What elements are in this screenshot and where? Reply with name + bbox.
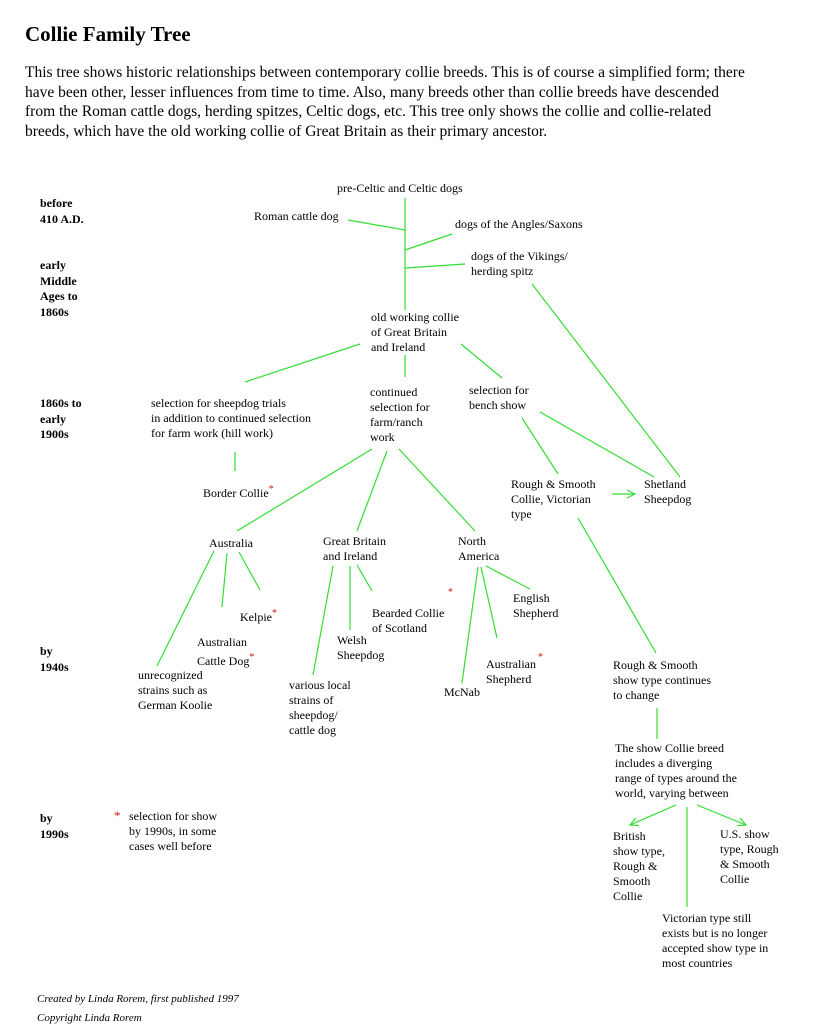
show-star-icon: * <box>538 652 543 663</box>
node-celtic-dogs: pre-Celtic and Celtic dogs <box>337 181 463 195</box>
node-angles-saxons: dogs of the Angles/Saxons <box>455 217 583 231</box>
vikings-line <box>404 263 466 269</box>
node-welsh-sheepdog: Welsh Sheepdog <box>337 633 385 662</box>
bench-sheltie-line <box>539 411 655 478</box>
gb-bearded-line <box>356 564 373 592</box>
node-bench-show: selection for bench show <box>469 383 529 412</box>
era-before-410: before 410 A.D. <box>40 196 84 226</box>
bench-rough-line <box>521 417 559 475</box>
continued-australia-line <box>236 448 373 532</box>
australia-kelpie-line <box>238 551 261 591</box>
rough-change-line <box>577 517 657 654</box>
showbreed-us-arrow <box>696 804 746 825</box>
legend-star-icon: * <box>114 808 121 823</box>
node-show-type-change: Rough & Smooth show type continues to ch… <box>613 658 711 702</box>
era-middle-ages: early Middle Ages to 1860s <box>40 258 78 319</box>
show-star-icon: * <box>249 652 255 663</box>
bearded-collie-label: Bearded Collie of Scotland <box>372 606 445 635</box>
show-star-icon: * <box>268 484 274 495</box>
node-show-collie-breed: The show Collie breed includes a divergi… <box>615 741 737 800</box>
era-1860s: 1860s to early 1900s <box>40 396 82 441</box>
era-1990s: by 1990s <box>40 811 69 841</box>
node-north-america: North America <box>458 534 500 563</box>
node-vikings: dogs of the Vikings/ herding spitz <box>471 249 568 278</box>
australian-cattle-dog-label: Australian Cattle Dog <box>197 635 250 668</box>
node-us-show-type: U.S. show type, Rough & Smooth Collie <box>720 827 779 886</box>
node-australia: Australia <box>209 536 253 550</box>
footer-copyright: Copyright Linda Rorem <box>37 1012 142 1024</box>
gb-local-line <box>312 565 334 676</box>
node-australian-cattle-dog: Australian Cattle Dog* <box>197 620 254 669</box>
na-mcnab-line <box>461 566 479 684</box>
owc-bench-line <box>460 343 503 379</box>
na-english-line <box>485 565 531 590</box>
australia-acd-line <box>221 552 228 608</box>
na-aussie-line <box>480 566 498 639</box>
node-sheepdog-trials: selection for sheepdog trials in additio… <box>151 396 311 440</box>
node-german-koolie: unrecognized strains such as German Kool… <box>138 668 213 712</box>
node-bearded-collie: Bearded Collie of Scotland* <box>372 587 453 636</box>
node-british-show-type: British show type, Rough & Smooth Collie <box>613 829 665 903</box>
owc-trials-line <box>244 343 361 383</box>
intro-paragraph: This tree shows historic relationships b… <box>25 64 745 140</box>
node-mcnab: McNab <box>444 685 480 699</box>
node-great-britain: Great Britain and Ireland <box>323 534 386 563</box>
node-old-working-collie: old working collie of Great Britain and … <box>371 310 459 354</box>
node-local-strains: various local strains of sheepdog/ cattl… <box>289 678 351 737</box>
continued-gb-line <box>356 450 388 532</box>
show-star-icon: * <box>272 608 277 619</box>
node-rough-smooth-victorian: Rough & Smooth Collie, Victorian type <box>511 477 596 521</box>
node-border-collie: Border Collie* <box>203 467 274 501</box>
node-continued-selection: continued selection for farm/ranch work <box>370 385 430 444</box>
page-title: Collie Family Tree <box>25 22 191 46</box>
node-roman-cattle-dog: Roman cattle dog <box>254 209 339 223</box>
kelpie-label: Kelpie <box>240 610 272 624</box>
border-collie-label: Border Collie <box>203 486 269 500</box>
node-kelpie: Kelpie* <box>240 591 277 625</box>
node-australian-shepherd: Australian Shepherd* <box>486 642 543 687</box>
legend-text: selection for show by 1990s, in some cas… <box>129 809 217 853</box>
roman-line <box>347 219 406 231</box>
node-shetland-sheepdog: Shetland Sheepdog <box>644 477 692 506</box>
australia-koolie-line <box>156 550 215 667</box>
show-star-icon: * <box>448 587 453 598</box>
australian-shepherd-label: Australian Shepherd <box>486 657 536 686</box>
footer-created-by: Created by Linda Rorem, first published … <box>37 993 239 1005</box>
angles-line <box>404 233 453 251</box>
continued-na-line <box>398 448 476 532</box>
vikings-sheltie-line <box>531 283 681 478</box>
showbreed-british-arrow <box>630 804 677 825</box>
node-victorian-type-exists: Victorian type still exists but is no lo… <box>662 911 769 970</box>
era-1940s: by 1940s <box>40 644 69 674</box>
node-english-shepherd: English Shepherd <box>513 591 559 620</box>
